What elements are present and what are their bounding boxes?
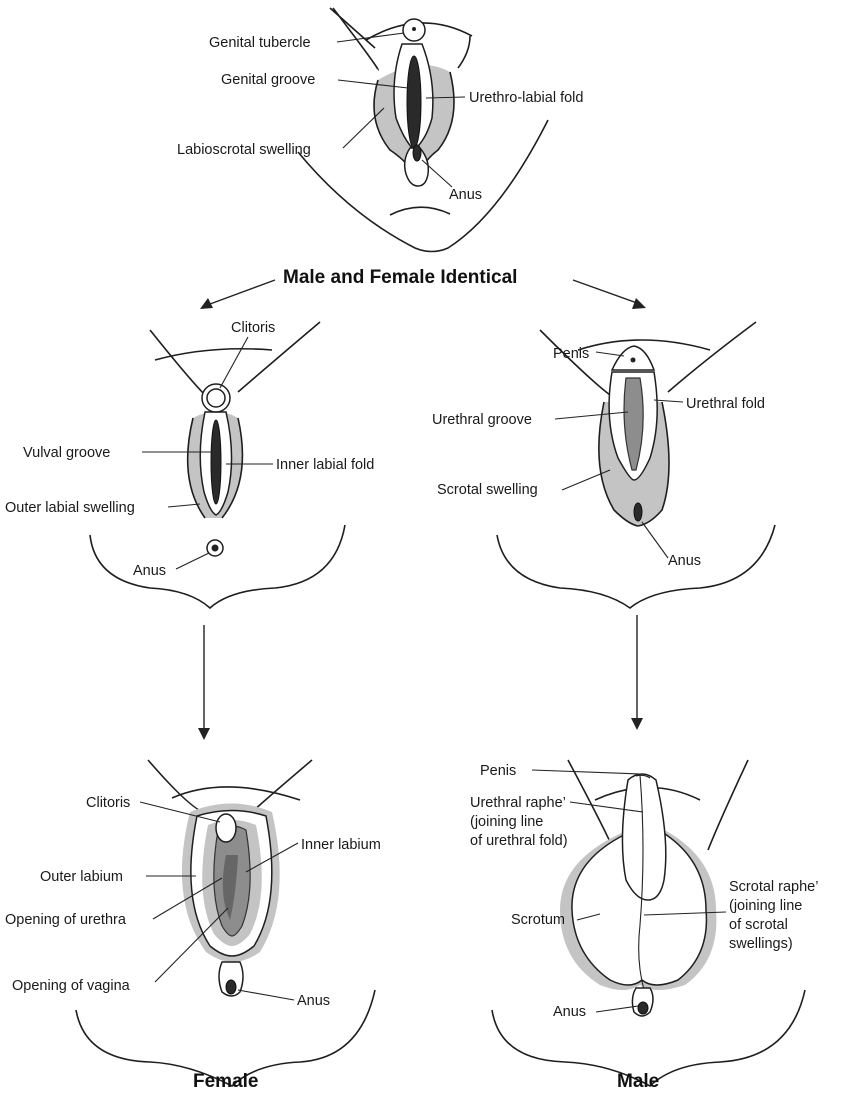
label-anus-female-adult: Anus <box>297 993 330 1009</box>
label-opening-urethra: Opening of urethra <box>5 912 127 928</box>
label-scrotal-raphe-2: (joining line <box>729 898 802 914</box>
label-outer-labial-swelling: Outer labial swelling <box>5 500 135 516</box>
label-anus-female-early: Anus <box>133 563 166 579</box>
indifferent-stage-figure <box>298 8 548 252</box>
label-penis-early: Penis <box>553 346 589 362</box>
arrow-to-female-early <box>200 280 275 309</box>
arrow-female-down <box>198 625 210 740</box>
label-scrotal-swelling: Scrotal swelling <box>437 482 538 498</box>
label-scrotal-raphe-4: swellings) <box>729 936 793 952</box>
arrow-male-down <box>631 615 643 730</box>
label-urethral-groove: Urethral groove <box>432 412 532 428</box>
label-scrotal-raphe-3: of scrotal <box>729 917 788 933</box>
clitoris-adult-shape <box>216 814 236 842</box>
anus-dot <box>212 545 219 552</box>
label-anus-male-adult: Anus <box>553 1004 586 1020</box>
genital-groove-shape <box>407 56 421 148</box>
penis-adult-shape <box>622 774 665 900</box>
label-urethral-raphe-1: Urethral raphe’ <box>470 795 566 811</box>
label-inner-labium: Inner labium <box>301 837 381 853</box>
label-genital-groove: Genital groove <box>221 72 315 88</box>
label-clitoris-adult: Clitoris <box>86 795 130 811</box>
label-urethral-raphe-3: of urethral fold) <box>470 833 568 849</box>
label-scrotal-raphe-1: Scrotal raphe’ <box>729 879 818 895</box>
label-labioscrotal-swelling: Labioscrotal swelling <box>177 142 311 158</box>
vulval-groove-shape <box>211 420 221 504</box>
label-penis-adult: Penis <box>480 763 516 779</box>
arrow-to-male-early <box>573 280 646 309</box>
label-genital-tubercle: Genital tubercle <box>209 35 311 51</box>
anus-dot <box>226 980 236 994</box>
heading-male: Male <box>617 1071 659 1092</box>
anus-dot <box>634 503 642 521</box>
anus-dot <box>413 145 421 161</box>
label-vulval-groove: Vulval groove <box>23 445 110 461</box>
heading-female: Female <box>193 1071 258 1092</box>
label-urethral-fold: Urethral fold <box>686 396 765 412</box>
label-scrotum: Scrotum <box>511 912 565 928</box>
label-outer-labium: Outer labium <box>40 869 123 885</box>
male-early-figure <box>497 322 775 608</box>
label-urethro-labial-fold: Urethro-labial fold <box>469 90 583 106</box>
label-anus-top: Anus <box>449 187 482 203</box>
label-clitoris-early: Clitoris <box>231 320 275 336</box>
buttock-line <box>390 207 450 215</box>
anus-dot <box>638 1002 648 1014</box>
label-inner-labial-fold: Inner labial fold <box>276 457 374 473</box>
label-opening-vagina: Opening of vagina <box>12 978 131 994</box>
label-anus-male-early: Anus <box>668 553 701 569</box>
heading-identical: Male and Female Identical <box>283 267 517 288</box>
label-urethral-raphe-2: (joining line <box>470 814 543 830</box>
